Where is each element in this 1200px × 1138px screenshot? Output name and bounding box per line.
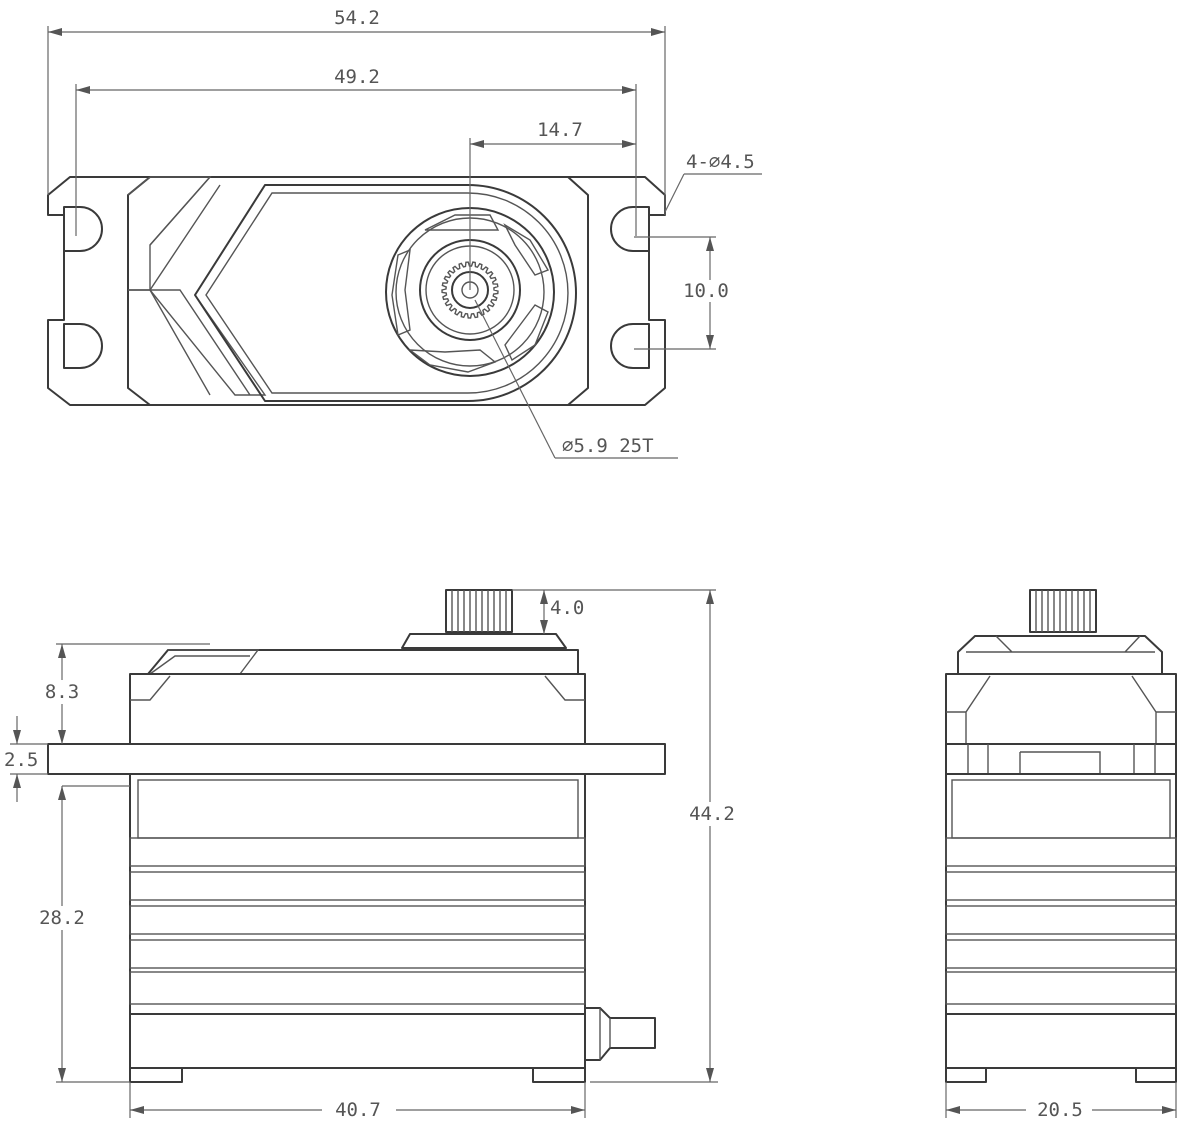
leader-spline: ⌀5.9 25T: [474, 299, 678, 459]
label-shaft-offset: 14.7: [537, 119, 583, 141]
label-flange-thickness: 2.5: [4, 749, 38, 771]
dim-hole-spacing: 49.2: [75, 66, 637, 236]
top-view: 54.2 49.2 14.7 4-⌀4.5: [47, 7, 762, 459]
label-body-length: 40.7: [335, 1099, 381, 1121]
end-view: 20.5: [945, 589, 1177, 1122]
end-case-ribs: [945, 779, 1177, 1005]
label-overall-height: 44.2: [689, 803, 735, 825]
mount-hole-bottom-right: [610, 323, 650, 369]
chevron-logo: [127, 176, 267, 396]
lid-outline: [194, 184, 577, 402]
end-lower-case: [945, 773, 1177, 1015]
end-bottom-cover: [945, 1013, 1177, 1069]
gear-rib-right-bottom: [504, 304, 549, 362]
mount-hole-bottom-left: [63, 323, 103, 369]
side-top-cover-logo: [149, 649, 260, 675]
top-view-flange-outline: [47, 176, 666, 406]
side-view: 4.0 8.3 2.5 28.2: [4, 589, 744, 1122]
side-bottom-cover: [129, 1013, 586, 1069]
dim-overall-height: 44.2: [590, 590, 744, 1083]
top-case-body: [127, 176, 589, 406]
dim-spline-height: 4.0: [512, 589, 716, 634]
end-foot-left: [945, 1067, 987, 1083]
gear-rib-top: [424, 214, 500, 231]
end-spline: [1029, 589, 1097, 633]
lid-inner-outline: [205, 192, 569, 394]
chevron-logo-inner: [128, 176, 221, 396]
end-upper-case-bevel: [946, 675, 1176, 744]
label-mount-holes: 4-⌀4.5: [686, 151, 755, 173]
spline-tooth-profile: [441, 261, 499, 319]
mount-hole-top-right: [610, 206, 650, 252]
gear-rib-left: [391, 248, 411, 336]
side-cable-gland: [584, 1007, 656, 1061]
label-body-width: 20.5: [1037, 1099, 1083, 1121]
side-output-boss: [401, 633, 567, 649]
label-spline: ⌀5.9 25T: [562, 435, 654, 457]
label-hole-spacing: 49.2: [334, 66, 380, 88]
dim-lower-case-height: 28.2: [34, 785, 130, 1083]
end-flange: [945, 743, 1177, 775]
side-upper-case-bevel: [130, 675, 585, 701]
dim-body-width: 20.5: [945, 1082, 1177, 1122]
side-case-ribs: [129, 779, 586, 1005]
side-upper-case: [129, 673, 586, 745]
end-spline-grooves: [1035, 590, 1091, 632]
gear-rib-right-top: [503, 223, 550, 276]
side-lower-case: [129, 773, 586, 1015]
side-foot-right: [532, 1067, 586, 1083]
label-hole-vertical-spacing: 10.0: [683, 280, 729, 302]
end-upper-case: [945, 673, 1177, 745]
side-cable-gland-lines: [599, 1008, 611, 1060]
dim-body-length: 40.7: [129, 1082, 586, 1122]
leader-mount-holes: 4-⌀4.5: [664, 151, 762, 213]
dim-upper-case-height: 8.3: [40, 643, 210, 744]
end-top-cover-detail: [966, 635, 1155, 653]
gear-rib-bottom: [407, 349, 497, 373]
side-spline: [445, 589, 513, 633]
dim-hole-vertical-spacing: 10.0: [634, 236, 736, 350]
side-top-cover: [147, 649, 579, 675]
mount-hole-top-left: [63, 206, 103, 252]
spline-teeth: [441, 261, 499, 319]
side-flange: [47, 743, 666, 775]
end-flange-detail: [967, 744, 1156, 774]
dim-overall-width: 54.2: [47, 7, 666, 215]
end-foot-right: [1135, 1067, 1177, 1083]
side-spline-grooves: [451, 590, 507, 632]
label-spline-height: 4.0: [550, 597, 584, 619]
side-foot-left: [129, 1067, 183, 1083]
label-upper-case-height: 8.3: [45, 681, 79, 703]
label-lower-case-height: 28.2: [39, 907, 85, 929]
dim-flange-thickness: 2.5: [4, 716, 48, 802]
dim-shaft-offset: 14.7: [469, 119, 636, 290]
end-top-cover: [957, 635, 1163, 675]
label-overall-width: 54.2: [334, 7, 380, 29]
